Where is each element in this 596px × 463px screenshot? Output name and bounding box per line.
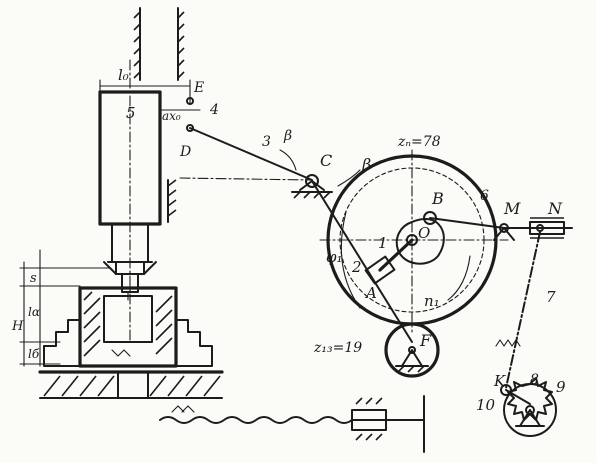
label-l0: l₀	[118, 66, 129, 84]
center-O	[406, 234, 418, 246]
label-n1: n₁	[424, 292, 440, 310]
label-10: 10	[476, 396, 496, 414]
label-z-small: z₁₃=19	[313, 340, 362, 356]
point-E	[186, 97, 194, 105]
label-beta-small: β	[283, 128, 292, 144]
label-N: N	[547, 199, 563, 218]
joint-M	[499, 223, 509, 233]
rod-7	[505, 231, 541, 389]
label-l-d: lα	[28, 305, 40, 319]
beta-arc	[337, 169, 361, 187]
label-4: 4	[209, 102, 219, 118]
left-dimensions	[19, 249, 111, 367]
label-C: C	[320, 151, 332, 170]
label-B: B	[431, 189, 444, 208]
label-A: A	[364, 284, 377, 302]
die-block	[43, 286, 213, 368]
cam-profile	[395, 218, 445, 265]
label-H: H	[11, 319, 24, 334]
link-DC	[189, 127, 313, 181]
rocker-CF	[311, 180, 413, 343]
point-D	[186, 124, 194, 132]
label-5: 5	[126, 104, 136, 122]
label-l-b: lб	[28, 347, 40, 361]
label-K: K	[493, 372, 506, 390]
label-1: 1	[378, 234, 388, 252]
label-ax: ax₀	[162, 109, 181, 123]
label-beta: β	[361, 155, 371, 174]
ram-guide-support	[167, 179, 177, 223]
label-E: E	[193, 80, 204, 96]
ratchet-wheel	[503, 377, 557, 437]
label-6: 6	[480, 188, 489, 204]
slider-A	[364, 255, 396, 285]
link-BM	[429, 217, 505, 229]
slider-N	[529, 221, 565, 235]
press-base	[38, 370, 224, 399]
joint-K	[500, 384, 512, 396]
l0-dimension	[99, 79, 191, 105]
label-F: F	[419, 331, 432, 350]
pivot-C	[305, 174, 319, 188]
label-7: 7	[546, 288, 556, 306]
small-gear	[384, 322, 440, 378]
top-guide	[133, 7, 185, 81]
label-8: 8	[530, 372, 539, 388]
centerline-C	[179, 177, 313, 181]
label-M: M	[503, 199, 521, 218]
support-M	[493, 227, 515, 241]
n1-arc	[447, 255, 471, 301]
label-O: O	[418, 224, 430, 242]
beta-arc-small	[279, 149, 297, 171]
label-s: s	[30, 271, 37, 286]
crank-OA	[378, 238, 414, 272]
label-z-large: zₙ=78	[397, 134, 441, 150]
label-2: 2	[351, 258, 362, 276]
label-3: 3	[262, 134, 271, 150]
pawl	[505, 389, 531, 405]
phi-arc	[340, 211, 361, 309]
pivot-C-support	[291, 180, 333, 199]
label-9: 9	[556, 378, 566, 396]
label-D: D	[179, 144, 191, 160]
bottom-shaft	[159, 395, 425, 453]
spring	[495, 339, 521, 347]
label-phi: φ₁	[326, 248, 343, 266]
